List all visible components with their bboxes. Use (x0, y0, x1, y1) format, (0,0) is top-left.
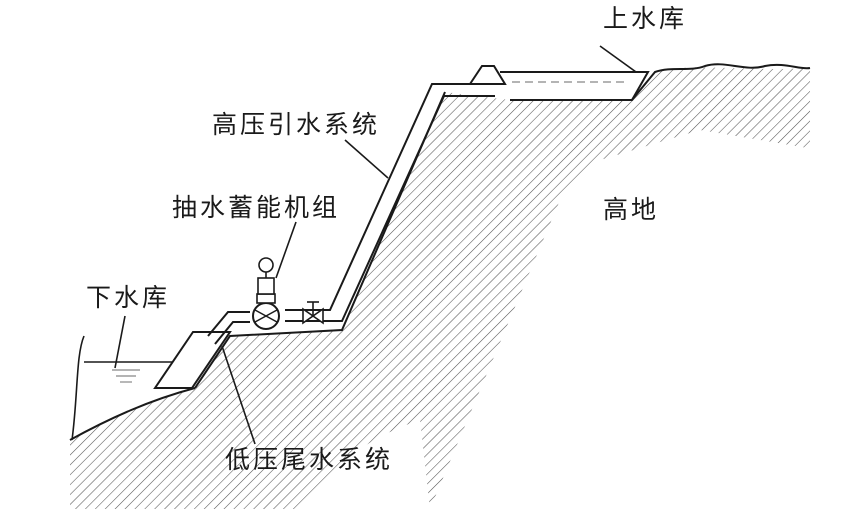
penstock-valve (302, 301, 324, 325)
leader-penstock (344, 139, 389, 179)
tailrace-system-label: 低压尾水系统 (225, 445, 394, 474)
penstock-inner (285, 95, 495, 322)
lower-reservoir-label: 下水库 (86, 283, 171, 312)
leader-tailrace (221, 345, 256, 445)
leader-upper-reservoir (599, 45, 637, 73)
leader-lower-reservoir (114, 315, 126, 369)
lower-intake-structure (153, 331, 232, 389)
pump-turbine-unit-label: 抽水蓄能机组 (172, 193, 341, 222)
leader-unit (275, 221, 297, 279)
penstock-outer (285, 83, 478, 311)
penstock-system-label: 高压引水系统 (212, 110, 381, 139)
pump-turbine-unit (252, 257, 280, 330)
tailrace-tunnel (207, 311, 250, 345)
upper-reservoir-label: 上水库 (603, 4, 688, 33)
upper-reservoir-basin (500, 71, 650, 101)
upper-intake-structure (468, 65, 507, 85)
highland-label: 高地 (603, 195, 660, 224)
lower-reservoir-bank (71, 335, 85, 441)
ground-surface-line (69, 63, 811, 441)
